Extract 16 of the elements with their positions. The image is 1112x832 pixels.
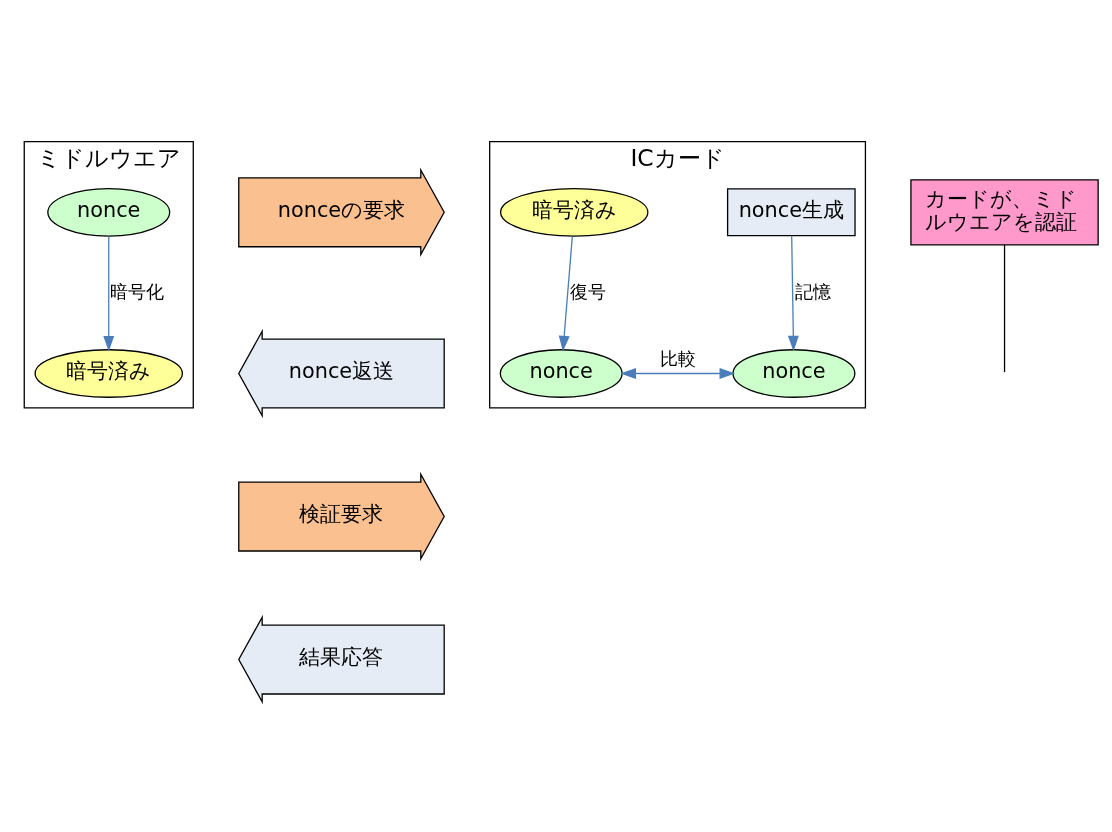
node-ellipse: nonce <box>499 348 623 398</box>
node-ellipse: nonce <box>47 187 171 237</box>
edge-label: 暗号化 <box>109 280 164 302</box>
node-ellipse: 暗号済み <box>34 348 184 398</box>
arrow <box>620 367 736 379</box>
node-box: nonce生成 <box>726 187 856 236</box>
node-ellipse: nonce <box>732 348 856 398</box>
arrow <box>787 234 799 351</box>
arrow <box>103 235 115 351</box>
connector <box>1003 243 1006 373</box>
edge-label: 復号 <box>569 280 606 302</box>
edge-label: 記憶 <box>794 280 831 302</box>
edge-label: 比較 <box>659 347 696 369</box>
node-box: カードが、ミドルウエアを認証 <box>910 178 1099 245</box>
node-ellipse: 暗号済み <box>499 187 649 237</box>
arrow <box>558 235 573 351</box>
